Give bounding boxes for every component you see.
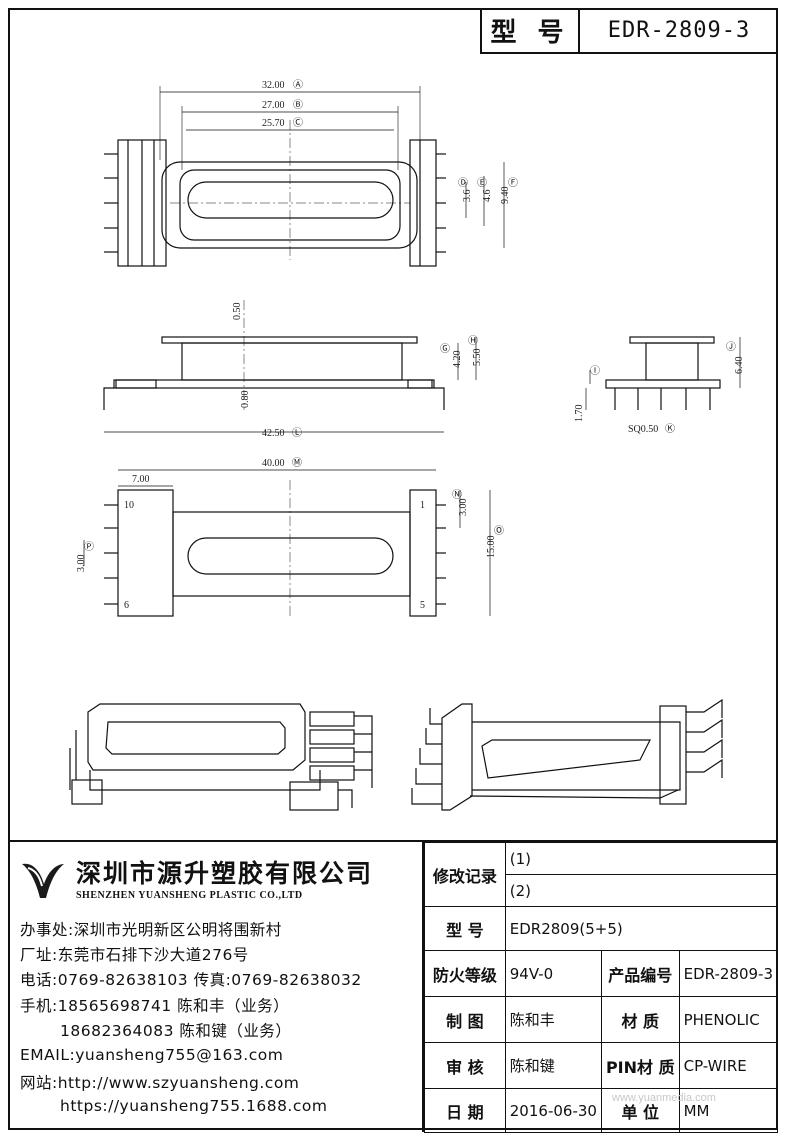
dim-p-tag: Ⓟ <box>84 541 94 553</box>
technical-drawing: 32.00 Ⓐ 27.00 Ⓑ 25.70 Ⓒ 3.6 Ⓓ 4.6 Ⓔ 9.40… <box>69 79 745 811</box>
date-label: 日 期 <box>424 1088 506 1133</box>
fire-rating-value: 94V-0 <box>504 950 602 997</box>
model-row-label: 型 号 <box>424 906 506 951</box>
dim-e: 4.6 <box>482 190 493 203</box>
material-value: PHENOLIC <box>678 996 779 1043</box>
pin-material-value: CP-WIRE <box>678 1042 779 1089</box>
isometric-view-left <box>69 703 373 811</box>
checked-label: 审 核 <box>424 1042 506 1089</box>
website-1: 网站:http://www.szyuansheng.com <box>20 1074 300 1092</box>
date-value: 2016-06-30 <box>504 1088 602 1133</box>
drawn-value: 陈和丰 <box>504 996 602 1043</box>
drawing-sheet <box>8 8 778 1130</box>
mobile-1: 手机:18565698741 陈和丰（业务） <box>20 997 290 1015</box>
top-view <box>104 86 505 267</box>
dim-o: 15.00 <box>486 536 497 559</box>
dim-d-tag: Ⓓ <box>458 177 468 189</box>
dim-g: 4.20 <box>452 351 463 369</box>
dim-e-tag: Ⓔ <box>477 177 487 189</box>
product-no-value: EDR-2809-3 <box>678 950 779 997</box>
watermark: www.yuanmedia.com <box>612 1092 716 1104</box>
dim-j: 6.40 <box>734 357 745 375</box>
factory-address: 厂址:东莞市石排下沙大道276号 <box>20 946 249 964</box>
end-view <box>585 336 741 410</box>
dim-o-tag: Ⓞ <box>494 525 504 537</box>
model-value: EDR-2809-3 <box>607 17 751 43</box>
info-section: 深圳市源升塑胶有限公司 SHENZHEN YUANSHENG PLASTIC C… <box>8 840 779 1133</box>
dim-h2: 1.70 <box>574 405 585 423</box>
dim-a-tag: Ⓐ <box>293 79 303 91</box>
dim-t2: 0.80 <box>240 391 251 409</box>
pin-6-label: 6 <box>124 600 129 611</box>
dim-c-tag: Ⓒ <box>293 117 303 129</box>
revision-label: 修改记录 <box>424 842 506 907</box>
phone-fax: 电话:0769-82638103 传真:0769-82638032 <box>20 971 362 989</box>
pin-material-label: PIN材 质 <box>600 1042 680 1089</box>
title-block: 型 号 EDR-2809-3 <box>480 8 778 54</box>
dim-j-tag: Ⓙ <box>726 341 736 353</box>
dim-i-tag: Ⓘ <box>590 365 600 377</box>
dim-a: 32.00 <box>262 80 285 91</box>
drawn-label: 制 图 <box>424 996 506 1043</box>
email: EMAIL:yuansheng755@163.com <box>20 1046 284 1064</box>
dim-h: 5.50 <box>472 349 483 367</box>
revision-2: (2) <box>504 874 779 907</box>
website-2: https://yuansheng755.1688.com <box>60 1097 328 1115</box>
bottom-view <box>83 469 491 617</box>
dim-n-tag: Ⓝ <box>452 489 462 501</box>
pin-5-label: 5 <box>420 600 425 611</box>
dim-d: 3.6 <box>462 190 473 203</box>
company-logo-icon <box>22 863 64 898</box>
dim-b: 27.00 <box>262 100 285 111</box>
unit-value: MM <box>678 1088 779 1133</box>
dim-n: 3.00 <box>458 499 469 517</box>
material-label: 材 质 <box>600 996 680 1043</box>
mobile-2: 18682364083 陈和键（业务） <box>60 1022 292 1040</box>
pin-1-label: 1 <box>420 500 425 511</box>
side-view <box>103 300 477 433</box>
office-address: 办事处:深圳市光明新区公明将围新村 <box>20 921 282 939</box>
unit-label: 单 位 <box>600 1088 680 1133</box>
dim-g-tag: Ⓖ <box>440 343 450 355</box>
dim-k-tag: Ⓚ <box>665 423 675 435</box>
pin-10-label: 10 <box>124 500 134 511</box>
dim-w: 7.00 <box>132 474 150 485</box>
company-name-en: SHENZHEN YUANSHENG PLASTIC CO.,LTD <box>76 890 303 901</box>
revision-1: (1) <box>504 842 779 875</box>
dim-k: SQ0.50 <box>628 424 658 435</box>
checked-value: 陈和键 <box>504 1042 602 1089</box>
dim-t1: 0.50 <box>232 303 243 321</box>
dim-m: 40.00 <box>262 458 285 469</box>
spec-table: 修改记录 (1) (2) 型 号 EDR2809(5+5) 防火等级 94V-0… <box>424 842 779 1133</box>
company-name-cn: 深圳市源升塑胶有限公司 <box>76 859 374 888</box>
isometric-view-right <box>411 698 723 811</box>
dim-m-tag: Ⓜ <box>292 457 302 469</box>
model-label: 型 号 <box>482 8 580 52</box>
product-no-label: 产品编号 <box>600 950 680 997</box>
dim-h-tag: Ⓗ <box>468 335 478 347</box>
model-row-value: EDR2809(5+5) <box>504 906 779 951</box>
dim-c: 25.70 <box>262 118 285 129</box>
dim-p: 3.00 <box>76 555 87 573</box>
dim-f: 9.40 <box>500 187 511 205</box>
dim-l: 42.50 <box>262 428 285 439</box>
dim-f-tag: Ⓕ <box>508 177 518 189</box>
company-block: 深圳市源升塑胶有限公司 SHENZHEN YUANSHENG PLASTIC C… <box>8 842 424 1132</box>
dim-l-tag: Ⓛ <box>292 427 302 439</box>
dim-b-tag: Ⓑ <box>293 99 303 111</box>
fire-rating-label: 防火等级 <box>424 950 506 997</box>
